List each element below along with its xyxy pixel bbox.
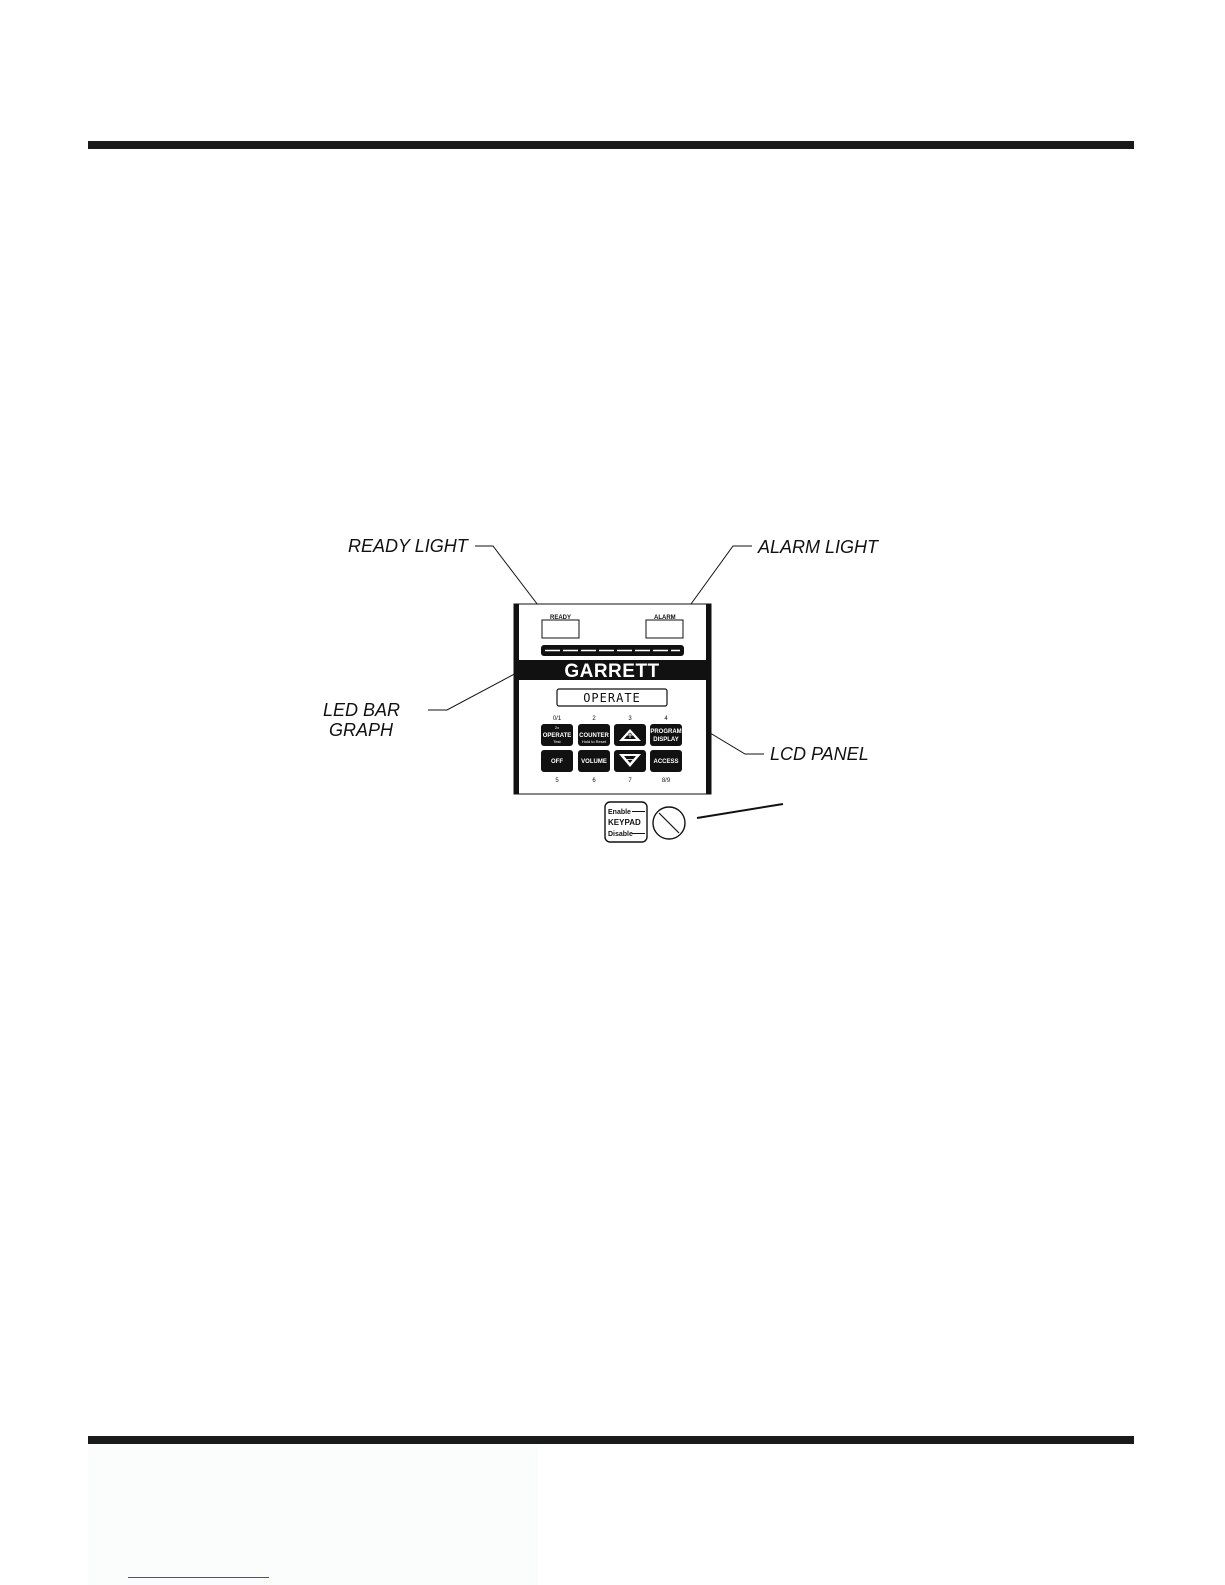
keypad-key-switch-icon[interactable]	[653, 807, 685, 839]
keypad-enable-label: Enable	[608, 809, 631, 816]
keypad-disable-label: Disable	[608, 831, 633, 838]
panel-right-edge	[706, 604, 711, 794]
operate-button-small: 2x	[555, 725, 559, 730]
ready-light-callout: READY LIGHT	[348, 536, 470, 556]
off-button-label: OFF	[551, 759, 563, 765]
brand-logo: GARRETT	[564, 661, 659, 682]
ready-light	[542, 620, 579, 638]
keypad-switch: Enable KEYPAD Disable	[605, 802, 685, 842]
panel-left-edge	[514, 604, 519, 794]
down-arrow-button[interactable]	[614, 750, 646, 772]
access-button-label: ACCESS	[653, 759, 678, 765]
volume-button[interactable]: VOLUME	[578, 750, 610, 772]
volume-button-label: VOLUME	[581, 759, 607, 765]
alarm-light-callout: ALARM LIGHT	[757, 537, 880, 557]
operate-button[interactable]: 2x OPERATE Test	[541, 724, 573, 746]
program-button-line1: PROGRAM	[650, 729, 681, 735]
alarm-light	[646, 620, 683, 638]
off-button[interactable]: OFF	[541, 750, 573, 772]
led-bar-callout-line2: GRAPH	[329, 720, 394, 740]
access-button[interactable]: ACCESS	[650, 750, 682, 772]
program-display-button[interactable]: PROGRAM DISPLAY	[650, 724, 682, 746]
control-panel: READY ALARM GARRETT OPERATE 0/1 2 3 4 2x…	[514, 604, 711, 794]
key-number-0-1: 0/1	[553, 716, 562, 722]
keypad-label: KEYPAD	[608, 818, 641, 827]
counter-button-sub: Hold to Reset	[582, 739, 607, 744]
led-bar-graph	[541, 645, 684, 656]
key-number-8-9: 8/9	[662, 778, 671, 784]
lcd-panel-callout: LCD PANEL	[770, 744, 869, 764]
operate-button-sub: Test	[553, 739, 561, 744]
led-bar-callout-line1: LED BAR	[323, 700, 400, 720]
up-arrow-button[interactable]	[614, 724, 646, 746]
program-button-line2: DISPLAY	[653, 737, 678, 743]
counter-button[interactable]: COUNTER Hold to Reset	[578, 724, 610, 746]
lcd-text: OPERATE	[583, 691, 641, 705]
keypad-switch-leader	[697, 804, 783, 818]
